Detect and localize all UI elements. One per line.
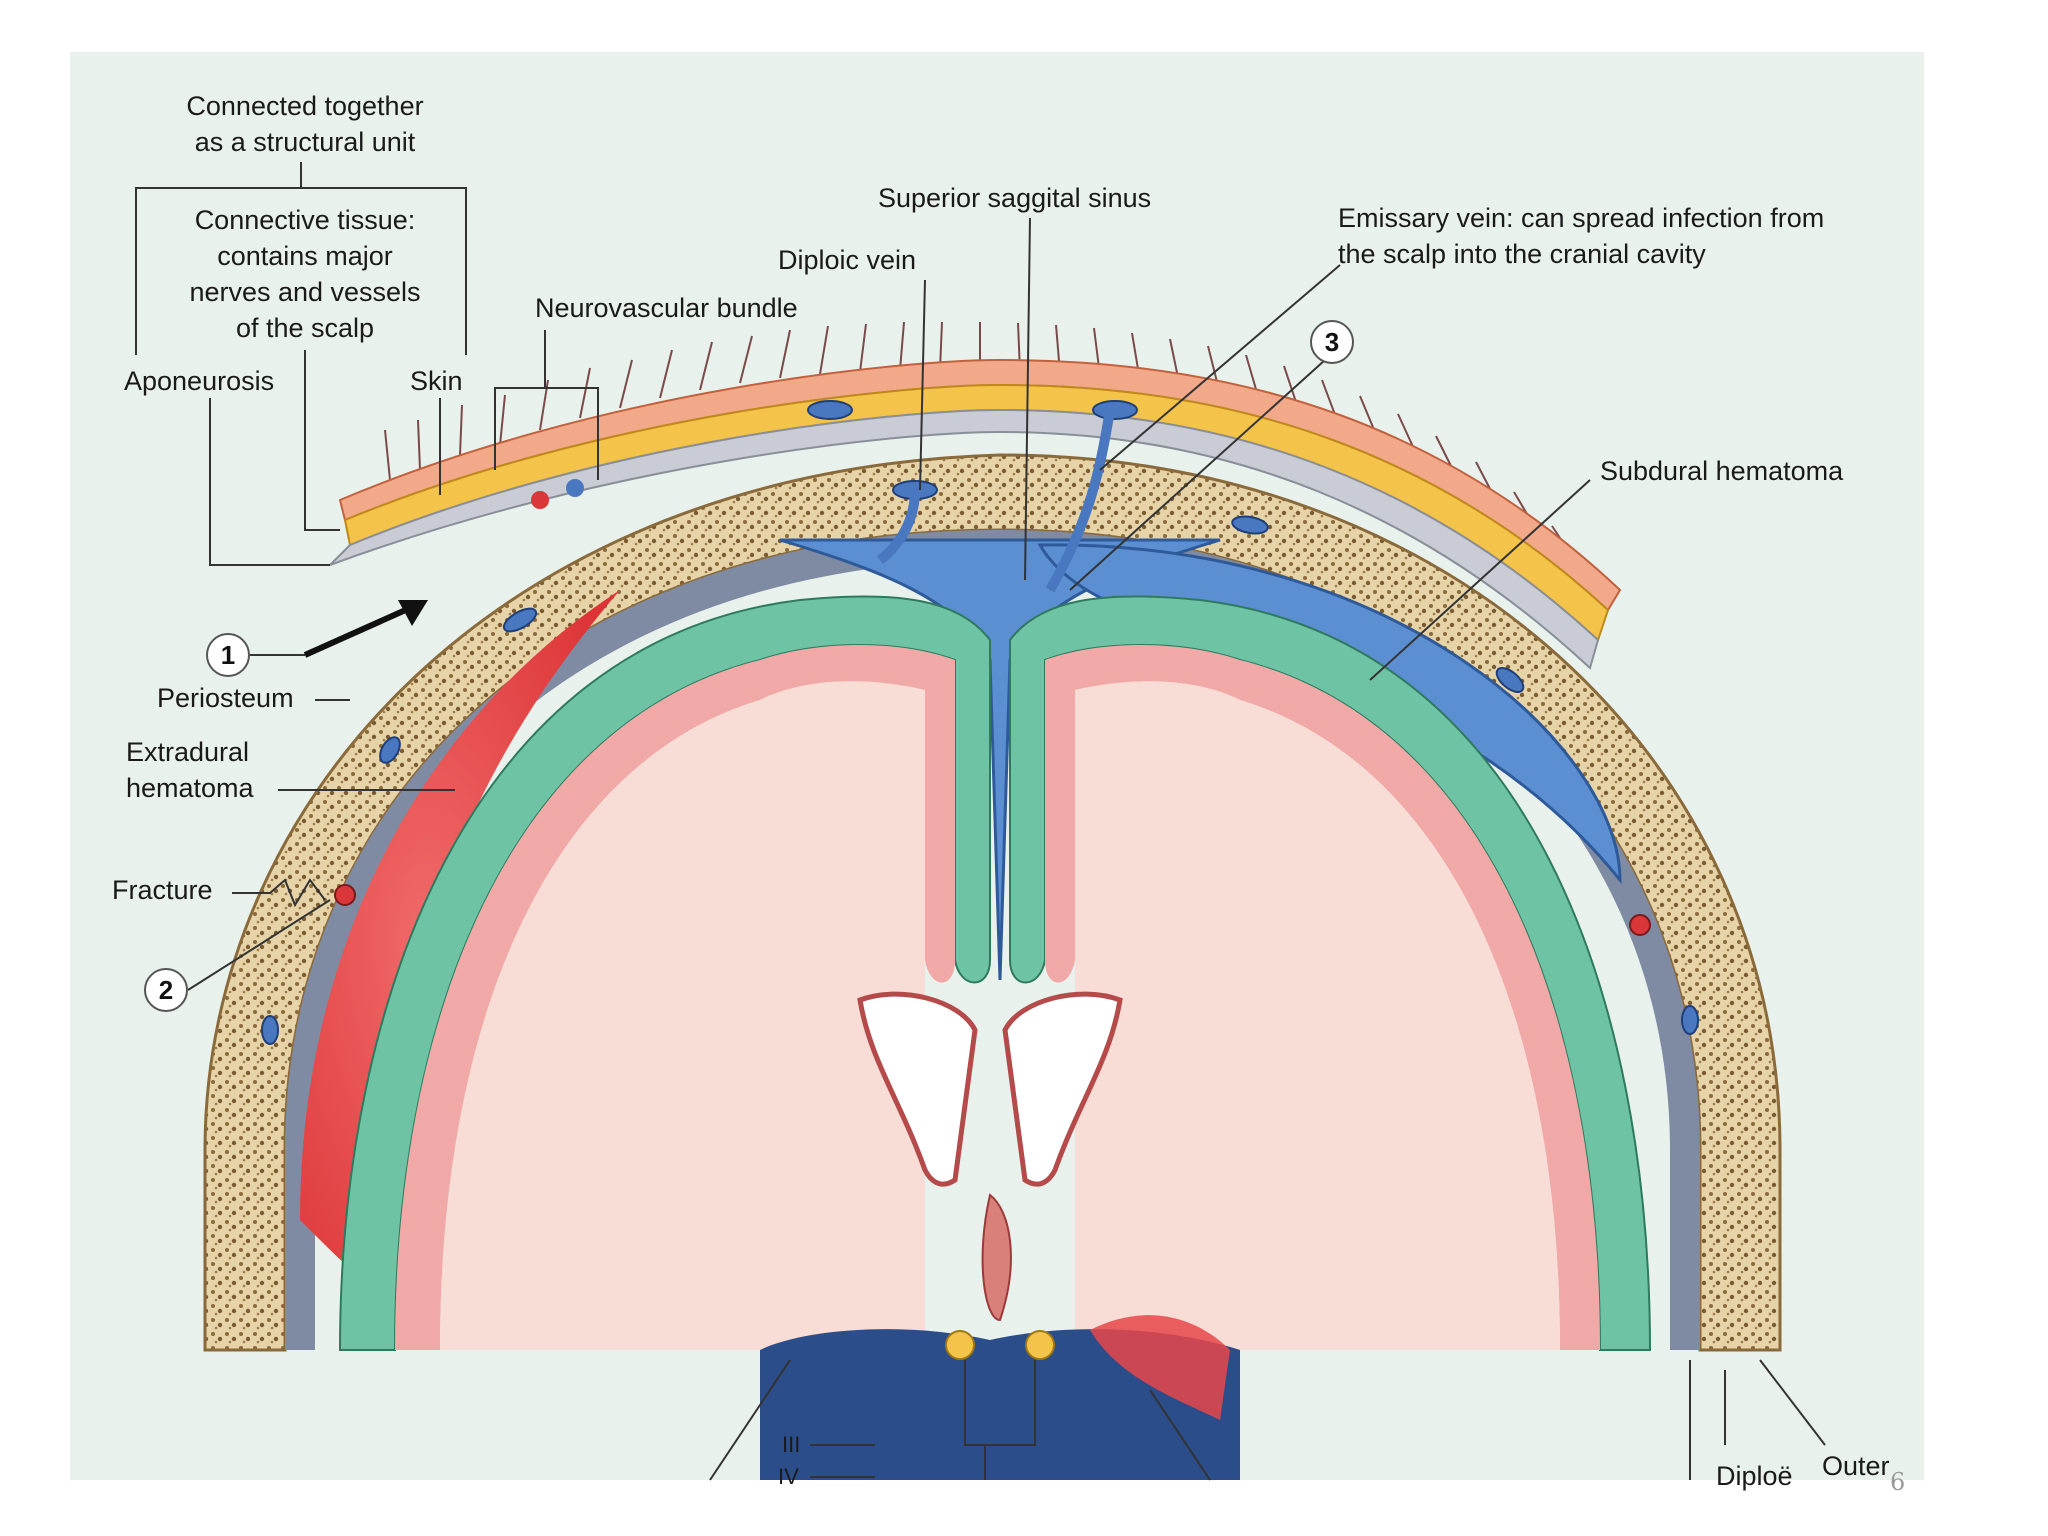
label-cranial-nerve-iii: III: [782, 1432, 801, 1457]
label-subdural-hematoma: Subdural hematoma: [1600, 456, 1844, 486]
label-fracture: Fracture: [112, 875, 213, 905]
label-connective-tissue-line-2: contains major: [217, 241, 393, 271]
marker-2: 2: [144, 968, 188, 1012]
label-aponeurosis: Aponeurosis: [124, 366, 275, 396]
brain-right-hemisphere: [1045, 645, 1600, 1350]
optic-structure-right: [1025, 1330, 1055, 1360]
marker-1: 1: [206, 633, 250, 677]
neurovascular-vein: [566, 479, 584, 497]
leader-lines: [135, 162, 1826, 1481]
label-emissary-vein-line-2: the scalp into the cranial cavity: [1338, 239, 1706, 269]
label-diploe: Diploë: [1716, 1461, 1793, 1491]
label-diploic-vein: Diploic vein: [778, 245, 917, 275]
label-emissary-vein: Emissary vein: can spread infection from…: [1338, 200, 1824, 272]
label-connective-tissue: Connective tissue: contains major nerves…: [160, 202, 450, 346]
marker-3: 3: [1310, 320, 1354, 364]
label-structural-unit: Connected together as a structural unit: [170, 88, 440, 160]
label-skin: Skin: [410, 366, 463, 396]
label-structural-unit-line-1: Connected together: [186, 91, 424, 121]
label-cranial-nerve-iv: IV: [778, 1464, 799, 1489]
third-ventricle: [981, 1193, 1012, 1322]
label-connective-tissue-line-3: nerves and vessels: [189, 277, 421, 307]
label-connective-tissue-line-1: Connective tissue:: [194, 205, 416, 235]
label-outer: Outer: [1822, 1451, 1890, 1481]
middle-meningeal-artery-right: [1629, 914, 1651, 936]
label-periosteum: Periosteum: [157, 683, 294, 713]
label-connective-tissue-line-4: of the scalp: [235, 313, 375, 343]
page-number: 6: [1890, 1468, 1906, 1496]
hair-strands: [384, 321, 1613, 599]
emissary-vein: [1045, 409, 1115, 593]
label-superior-sagittal-sinus: Superior saggital sinus: [878, 183, 1152, 213]
neurovascular-artery: [531, 491, 549, 509]
label-extradural-hematoma-line-2: hematoma: [126, 773, 254, 803]
brainstem-region: [760, 1329, 1240, 1480]
brain-left-hemisphere: [395, 645, 955, 1350]
label-emissary-vein-line-1: Emissary vein: can spread infection from: [1338, 203, 1825, 233]
label-structural-unit-line-2: as a structural unit: [194, 127, 416, 157]
hemorrhage-patch: [1090, 1315, 1230, 1420]
white-matter-left: [440, 681, 925, 1350]
lateral-ventricle-left: [857, 991, 978, 1187]
white-matter-right: [1075, 681, 1560, 1350]
scalp-aponeurosis-layer: [329, 408, 1600, 670]
label-neurovascular-bundle: Neurovascular bundle: [535, 293, 798, 323]
optic-structure-left: [945, 1330, 975, 1360]
arrow-icon: [303, 600, 428, 658]
label-extradural-hematoma-line-1: Extradural: [126, 737, 250, 767]
middle-meningeal-artery-left: [334, 884, 356, 906]
diploic-vein-branch: [876, 489, 920, 564]
label-extradural-hematoma: Extradural hematoma: [126, 734, 254, 806]
lateral-ventricle-right: [1002, 991, 1123, 1187]
